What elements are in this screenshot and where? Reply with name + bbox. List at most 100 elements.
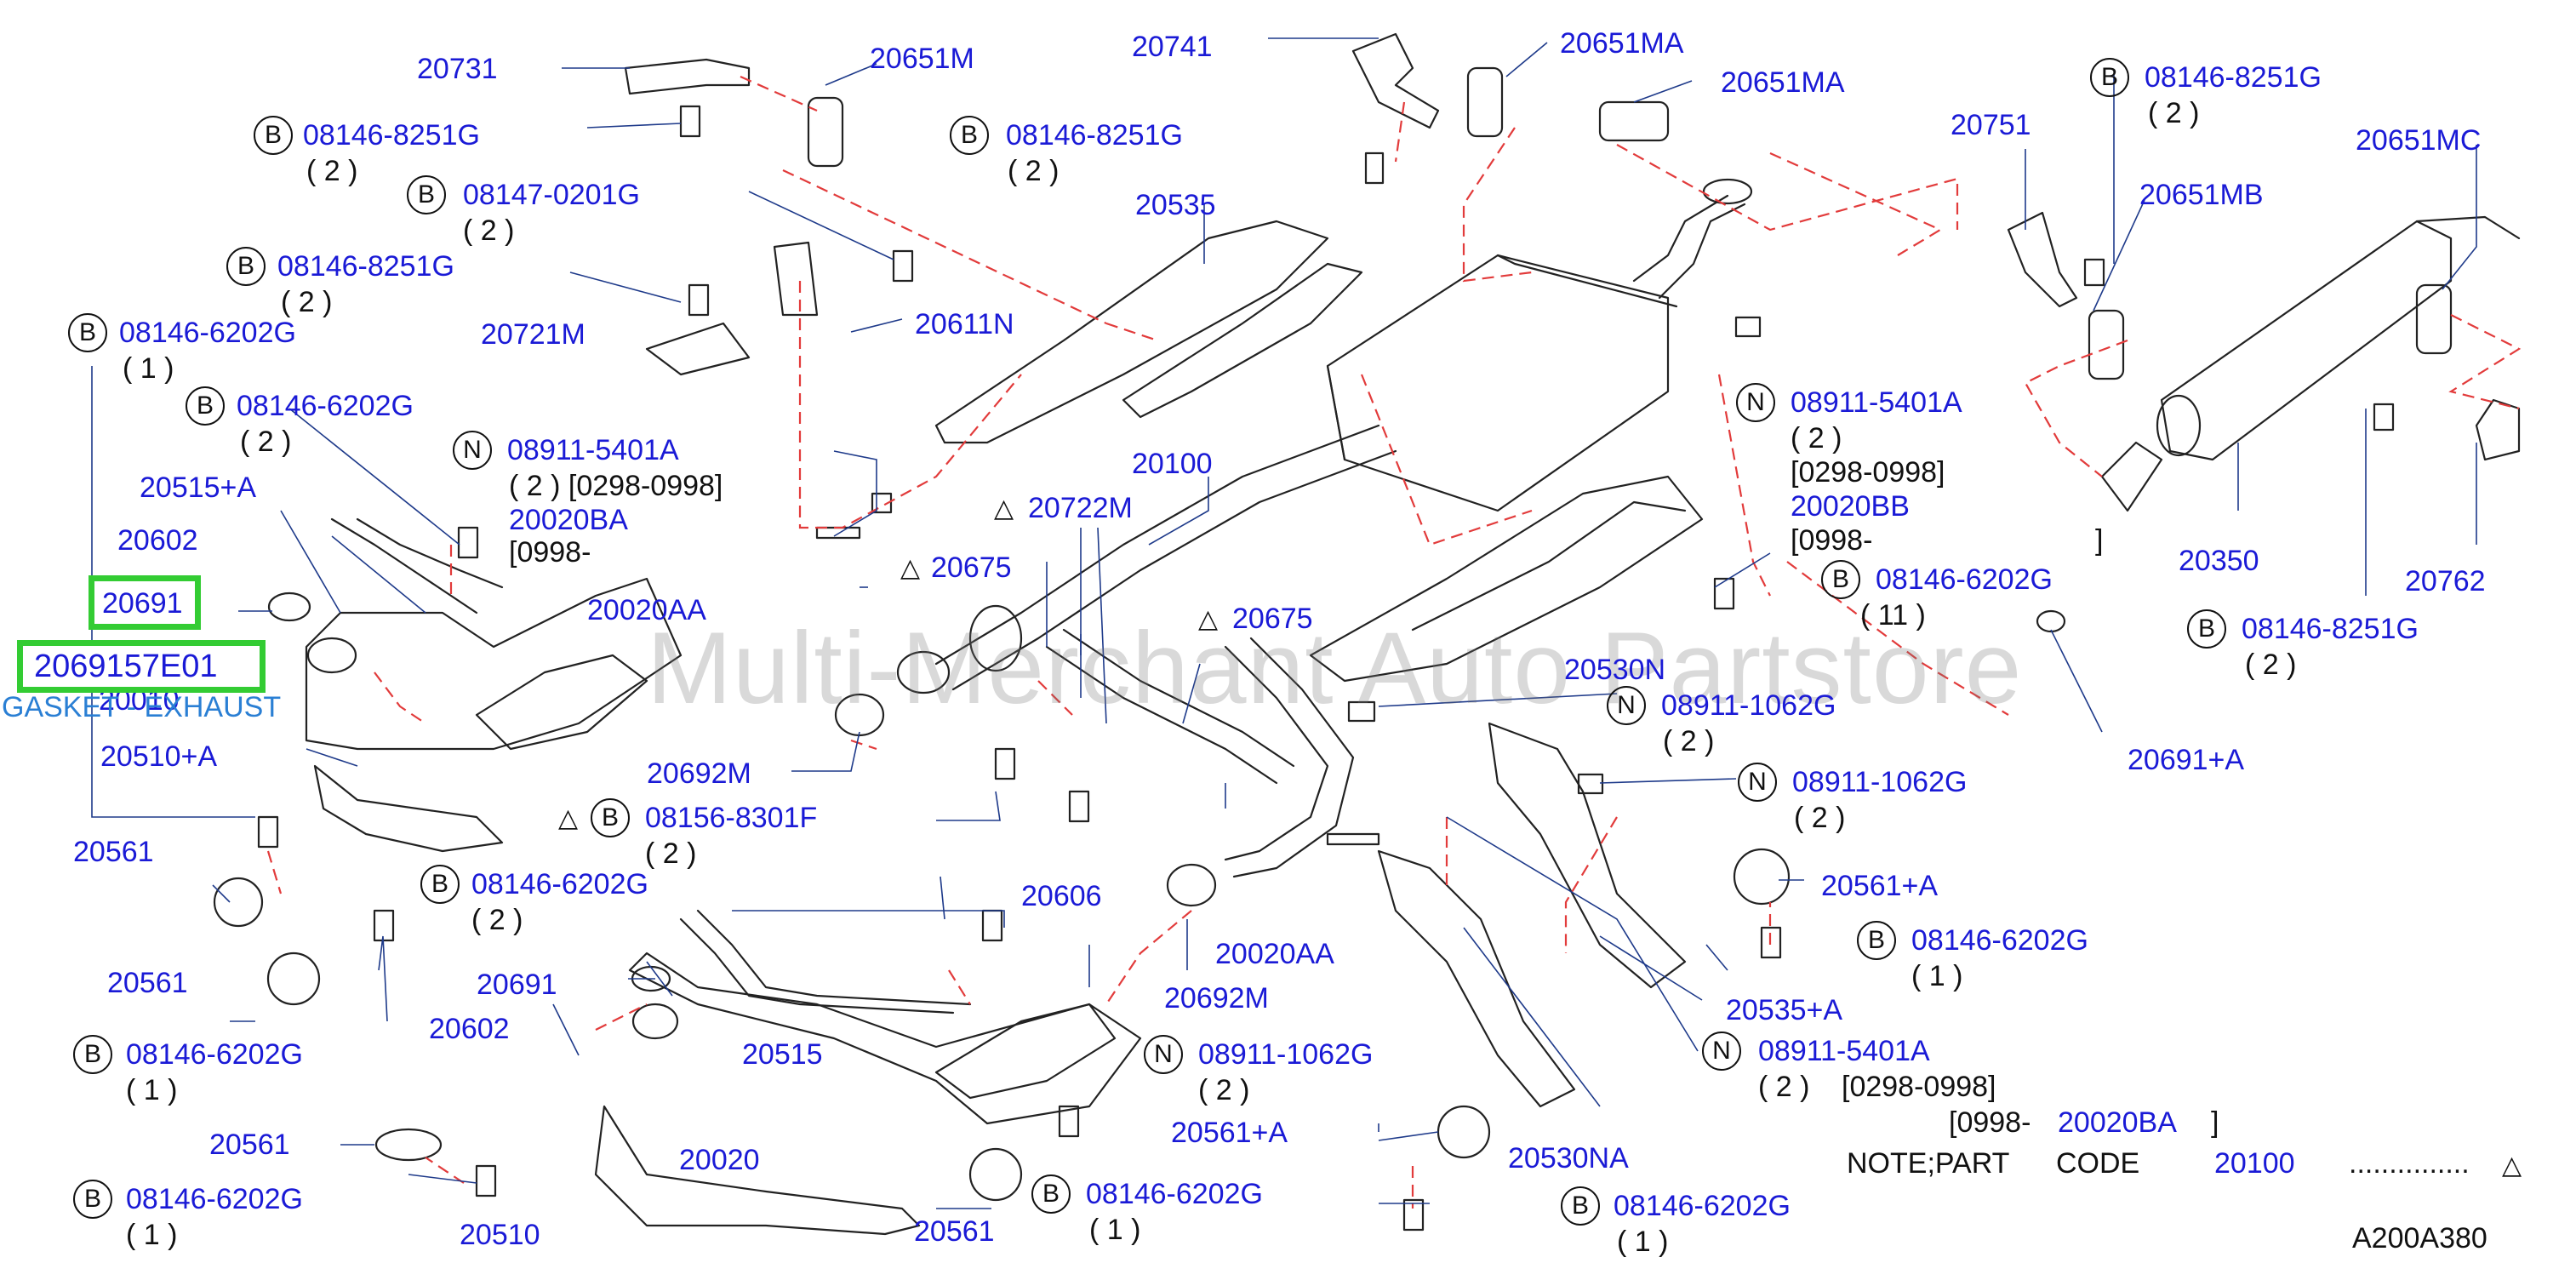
triangle-20675-b: △ bbox=[1198, 605, 1219, 633]
label-20675-b[interactable]: 20675 bbox=[1232, 603, 1313, 635]
label-20561A-a[interactable]: 20561+A bbox=[1821, 870, 1939, 902]
label-20020[interactable]: 20020 bbox=[679, 1144, 760, 1176]
bolt-symbol-b2: B bbox=[950, 116, 989, 155]
bolt-pn-b2[interactable]: 08146-8251G bbox=[1006, 119, 1183, 151]
label-20651MA-a[interactable]: 20651MA bbox=[1560, 27, 1684, 60]
label-20530N[interactable]: 20530N bbox=[1564, 654, 1666, 686]
bolt-symbol-b7: B bbox=[186, 386, 225, 426]
bolt-pn-b7[interactable]: 08146-6202G bbox=[237, 390, 414, 422]
label-20651MC[interactable]: 20651MC bbox=[2356, 124, 2482, 157]
label-20561-c[interactable]: 20561 bbox=[209, 1129, 290, 1161]
bolt-qty-b1: ( 2 ) bbox=[306, 155, 358, 187]
nut-symbol-n2: N bbox=[1736, 383, 1775, 422]
bolt-pn-b8[interactable]: 08146-6202G bbox=[1876, 563, 2053, 596]
label-20561-a[interactable]: 20561 bbox=[73, 836, 154, 868]
bolt-pn-b9[interactable]: 08146-8251G bbox=[2242, 613, 2419, 645]
label-20606[interactable]: 20606 bbox=[1021, 880, 1102, 912]
bolt-pn-b10[interactable]: 08156-8301F bbox=[645, 802, 818, 834]
bolt-pn-b4[interactable]: 08147-0201G bbox=[463, 179, 640, 211]
nut-pn-n6[interactable]: 08911-5401A bbox=[1758, 1035, 1930, 1067]
nut-qty-n6: ( 2 ) bbox=[1758, 1071, 1810, 1103]
label-20741[interactable]: 20741 bbox=[1132, 31, 1213, 63]
nut-symbol-n6: N bbox=[1702, 1032, 1741, 1071]
leaders bbox=[91, 37, 2477, 1209]
front-pipe-lower bbox=[628, 909, 1142, 1125]
bolt-symbol-b10: B bbox=[591, 798, 630, 837]
label-20561A-b[interactable]: 20561+A bbox=[1171, 1117, 1288, 1149]
note-prefix: NOTE;PART bbox=[1847, 1147, 2010, 1180]
bolt-pn-b12[interactable]: 08146-6202G bbox=[1911, 924, 2088, 957]
label-20675-a[interactable]: 20675 bbox=[931, 551, 1012, 584]
bolt-pn-b14[interactable]: 08146-6202G bbox=[126, 1183, 303, 1215]
label-20691A[interactable]: 20691+A bbox=[2128, 744, 2245, 776]
bolt-qty-b3: ( 2 ) bbox=[2148, 97, 2200, 129]
nut-qty-n1: ( 2 ) [0298-0998] bbox=[509, 470, 723, 502]
label-20751[interactable]: 20751 bbox=[1951, 109, 2031, 141]
label-20691-b[interactable]: 20691 bbox=[477, 969, 557, 1001]
label-20530NA[interactable]: 20530NA bbox=[1508, 1142, 1629, 1174]
nut-pn-n4[interactable]: 08911-1062G bbox=[1792, 766, 1968, 798]
label-20611N[interactable]: 20611N bbox=[915, 308, 1014, 340]
nut-extra0-n2: [0298-0998] bbox=[1791, 456, 1945, 489]
bolt-pn-b16[interactable]: 08146-6202G bbox=[1614, 1190, 1791, 1222]
nut-pn-n2[interactable]: 08911-5401A bbox=[1791, 386, 1962, 419]
highlight-part-code[interactable]: 2069157E01 bbox=[34, 649, 218, 684]
label-20535A[interactable]: 20535+A bbox=[1726, 994, 1843, 1026]
label-20722M[interactable]: 20722M bbox=[1028, 492, 1133, 524]
label-20515[interactable]: 20515 bbox=[742, 1038, 823, 1071]
label-20510A[interactable]: 20510+A bbox=[100, 740, 218, 773]
highlight-part-number[interactable]: 20691 bbox=[102, 587, 183, 620]
label-20510[interactable]: 20510 bbox=[460, 1219, 540, 1251]
bolt-qty-b16: ( 1 ) bbox=[1617, 1226, 1669, 1258]
bolt-qty-b9: ( 2 ) bbox=[2245, 649, 2297, 681]
nut-extra2-n6[interactable]: 20020BA bbox=[2058, 1106, 2177, 1139]
bolt-symbol-b14: B bbox=[73, 1180, 112, 1219]
nut-close-n2: ] bbox=[2095, 524, 2104, 557]
label-20561-b[interactable]: 20561 bbox=[107, 967, 188, 999]
label-20731[interactable]: 20731 bbox=[417, 53, 498, 85]
label-20515A[interactable]: 20515+A bbox=[140, 471, 257, 504]
label-20602-b[interactable]: 20602 bbox=[429, 1013, 510, 1045]
nut-pn-n1[interactable]: 08911-5401A bbox=[507, 434, 679, 466]
label-20350[interactable]: 20350 bbox=[2179, 545, 2259, 577]
nut-extra1-n1[interactable]: 20020BA bbox=[509, 504, 628, 536]
nut-symbol-n5: N bbox=[1144, 1035, 1183, 1074]
nut-pn-n3[interactable]: 08911-1062G bbox=[1661, 689, 1836, 722]
nut-qty-n2: ( 2 ) bbox=[1791, 422, 1842, 454]
note-dots: ............... bbox=[2349, 1147, 2470, 1180]
nut-qty-n4: ( 2 ) bbox=[1794, 802, 1846, 834]
bolt-pn-b5[interactable]: 08146-8251G bbox=[277, 250, 454, 283]
label-20020AA-b[interactable]: 20020AA bbox=[1215, 938, 1334, 970]
label-20651M[interactable]: 20651M bbox=[870, 43, 974, 75]
label-20561-d[interactable]: 20561 bbox=[914, 1215, 995, 1248]
nut-symbol-n3: N bbox=[1607, 686, 1646, 725]
label-20020AA-a[interactable]: 20020AA bbox=[587, 594, 706, 626]
nut-extra2-n2: [0998- bbox=[1791, 524, 1873, 557]
bolt-qty-b4: ( 2 ) bbox=[463, 214, 515, 247]
bolt-qty-b13: ( 1 ) bbox=[126, 1074, 178, 1106]
label-20651MA-b[interactable]: 20651MA bbox=[1721, 66, 1845, 99]
bolt-qty-b12: ( 1 ) bbox=[1911, 960, 1963, 992]
label-20535[interactable]: 20535 bbox=[1135, 189, 1216, 221]
label-20692M-a[interactable]: 20692M bbox=[647, 757, 751, 790]
label-20692M-b[interactable]: 20692M bbox=[1164, 982, 1269, 1014]
nut-close-n6: ] bbox=[2211, 1106, 2219, 1139]
label-20762[interactable]: 20762 bbox=[2405, 565, 2486, 597]
bolt-pn-b11[interactable]: 08146-6202G bbox=[471, 868, 648, 900]
bolt-qty-b2: ( 2 ) bbox=[1008, 155, 1060, 187]
bolt-pn-b1[interactable]: 08146-8251G bbox=[303, 119, 480, 151]
bolt-pn-b6[interactable]: 08146-6202G bbox=[119, 317, 296, 349]
nut-pn-n5[interactable]: 08911-1062G bbox=[1198, 1038, 1374, 1071]
note-part[interactable]: 20100 bbox=[2214, 1147, 2295, 1180]
bolt-pn-b15[interactable]: 08146-6202G bbox=[1086, 1178, 1263, 1210]
bolt-pn-b13[interactable]: 08146-6202G bbox=[126, 1038, 303, 1071]
nut-extra1-n2[interactable]: 20020BB bbox=[1791, 490, 1910, 523]
bolt-pn-b3[interactable]: 08146-8251G bbox=[2145, 61, 2322, 94]
nut-qty-n3: ( 2 ) bbox=[1663, 725, 1715, 757]
label-20100[interactable]: 20100 bbox=[1132, 448, 1213, 480]
label-20602-a[interactable]: 20602 bbox=[117, 524, 198, 557]
bolt-symbol-b16: B bbox=[1561, 1186, 1600, 1226]
label-20721M[interactable]: 20721M bbox=[481, 318, 585, 351]
label-20651MB[interactable]: 20651MB bbox=[2139, 179, 2264, 211]
bolt-symbol-b1: B bbox=[254, 116, 293, 155]
